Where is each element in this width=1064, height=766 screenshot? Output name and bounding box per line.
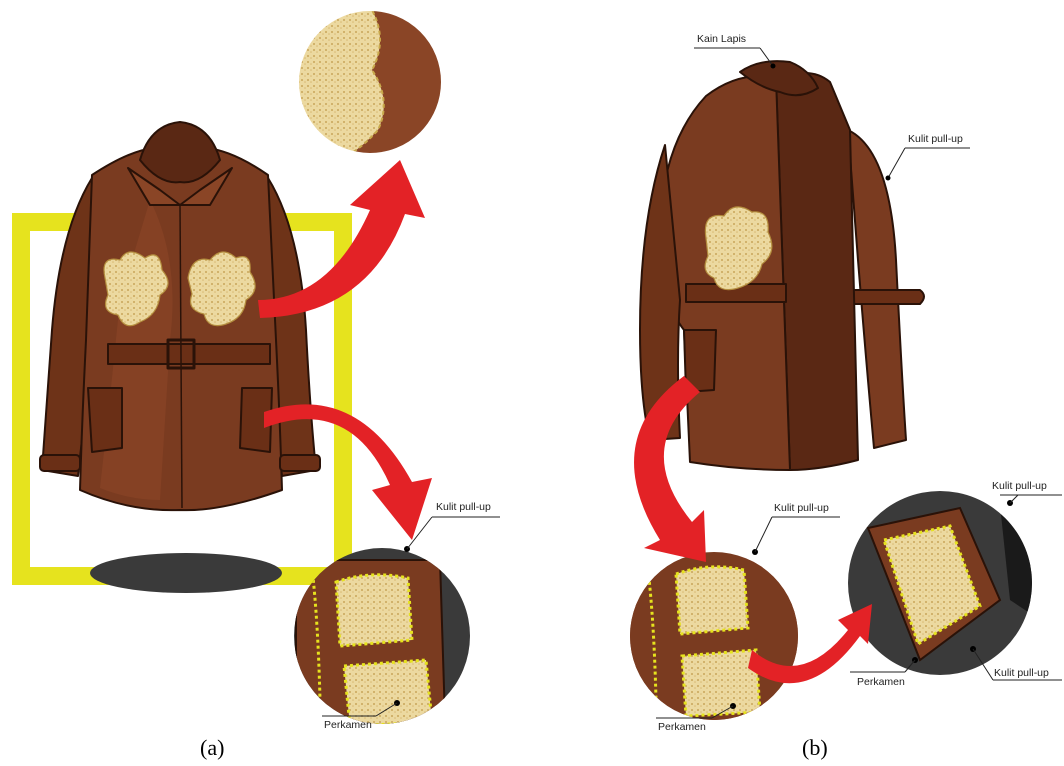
label-perkamen-pocket: Perkamen (658, 721, 706, 733)
zoom-circle-pocket-a (294, 546, 470, 730)
panel-b: Kain Lapis Kulit pull-up Kulit pull-up K… (630, 33, 1062, 760)
label-kulit-pullup-a: Kulit pull-up (436, 501, 491, 513)
panel-a: Kulit pull-up Perkamen (a) (21, 10, 500, 760)
label-kulit-pullup-detail: Kulit pull-up (994, 667, 1049, 679)
zoom-circle-edge-detail (848, 491, 1040, 675)
zoom-circle-pocket-b (630, 549, 800, 720)
label-perkamen-detail: Perkamen (857, 676, 905, 688)
caption-b: (b) (802, 735, 828, 760)
label-kain-lapis: Kain Lapis (697, 33, 746, 45)
label-kulit-pullup-pocket: Kulit pull-up (774, 502, 829, 514)
caption-a: (a) (200, 735, 224, 760)
floor-shadow (90, 553, 282, 593)
label-kulit-pullup-sleeve: Kulit pull-up (908, 133, 963, 145)
zoom-circle-parchment (296, 10, 442, 160)
label-kulit-pullup-edge: Kulit pull-up (992, 480, 1047, 492)
label-perkamen-a: Perkamen (324, 719, 372, 731)
